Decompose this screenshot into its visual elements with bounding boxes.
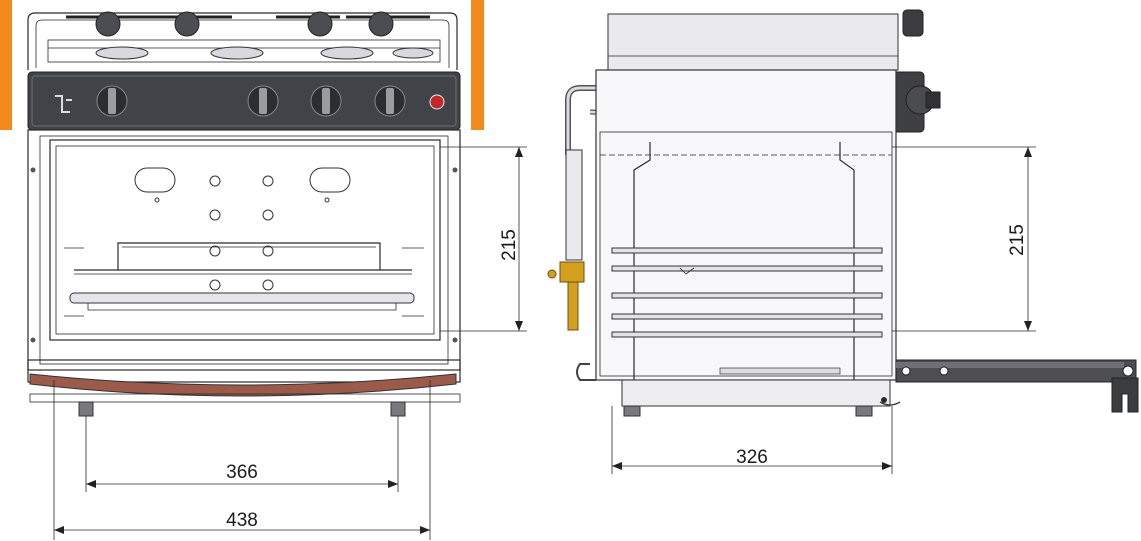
oven-shelf — [611, 247, 883, 338]
front-view: 215 366 438 — [0, 0, 527, 540]
vent-slot — [134, 167, 176, 193]
overall-width-label: 438 — [226, 510, 258, 531]
pan-support-knob — [174, 11, 200, 37]
pan-support-knob — [307, 11, 333, 37]
pan-support-knob — [95, 11, 121, 37]
control-panel — [27, 71, 461, 131]
side-view: 215 326 — [547, 9, 1139, 474]
oven-rack — [74, 242, 412, 275]
burner — [210, 46, 264, 60]
burner-knob[interactable] — [310, 85, 342, 117]
oven-knob[interactable] — [374, 85, 406, 117]
burner — [95, 46, 149, 60]
open-door-arm — [895, 359, 1139, 413]
burner-knob[interactable] — [96, 85, 128, 117]
front-height-dimension: 215 — [440, 146, 527, 332]
feet-spacing-dimension: 366 — [85, 416, 399, 492]
burner-knob[interactable] — [247, 85, 279, 117]
cooktop — [27, 11, 458, 70]
lid-knob — [902, 9, 924, 37]
logo-mark — [55, 95, 72, 113]
side-body — [595, 69, 901, 417]
depth-dimension: 326 — [611, 406, 893, 474]
feet-spacing-label: 366 — [226, 462, 258, 483]
overall-width-dimension: 438 — [53, 380, 431, 540]
oven-body — [27, 129, 461, 417]
pan-support-knob — [368, 11, 394, 37]
foot — [623, 405, 641, 417]
foot — [390, 401, 406, 417]
vent-slot — [309, 167, 351, 193]
grill-pan — [69, 292, 415, 304]
foot — [855, 405, 873, 417]
gas-inlet — [547, 149, 596, 381]
door-handle[interactable] — [29, 373, 457, 397]
left-side-trim — [0, 0, 12, 130]
depth-label: 326 — [736, 447, 768, 468]
burner — [392, 47, 434, 59]
side-height-label: 215 — [1007, 224, 1028, 256]
burner — [320, 46, 374, 60]
front-height-label: 215 — [499, 229, 520, 261]
lid — [607, 9, 924, 71]
side-height-dimension: 215 — [892, 146, 1036, 332]
ignition-button[interactable] — [429, 94, 445, 110]
foot — [78, 401, 94, 417]
right-side-trim — [471, 0, 484, 130]
